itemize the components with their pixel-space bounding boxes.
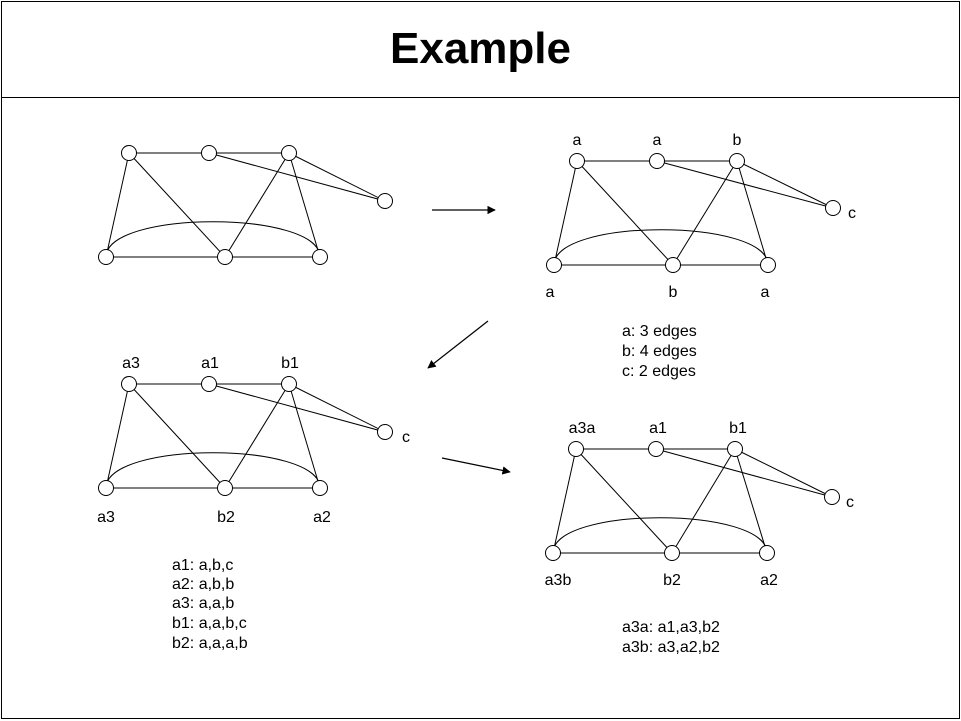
graph-2-label: a xyxy=(653,132,662,149)
title-box xyxy=(1,1,960,98)
graph-2-label: b xyxy=(669,284,678,301)
graph-3-node xyxy=(377,424,393,440)
note-line: a3a: a1,a3,b2 xyxy=(622,619,720,636)
neighbor-notes: a1: a,b,c a2: a,b,b a3: a,a,b b1: a,a,b,… xyxy=(172,557,248,652)
graph-4-label: a2 xyxy=(760,572,778,589)
graph-3-node xyxy=(121,376,137,392)
graph-4-label: a1 xyxy=(649,420,667,437)
graph-4: a3a a1 b1 c a3b b2 a2 xyxy=(545,420,854,589)
graph-4-node xyxy=(664,545,680,561)
graph-4-node xyxy=(545,545,561,561)
note-line: b2: a,a,a,b xyxy=(172,635,248,652)
arrow-down-left xyxy=(427,320,489,369)
graph-4-node xyxy=(648,441,664,457)
note-line: a3b: a3,a2,b2 xyxy=(622,639,720,656)
graph-3-label: a1 xyxy=(201,355,219,372)
graph-3: a3 a1 b1 c a3 b2 a2 xyxy=(97,355,410,526)
graph-2: a a b c a b a xyxy=(546,132,856,301)
graph-3-label: b1 xyxy=(281,355,299,372)
content-box xyxy=(1,97,960,719)
graph-2-label: a xyxy=(573,132,582,149)
graph-4-node xyxy=(759,545,775,561)
graph-2-node xyxy=(825,200,841,216)
graph-3-label: a3 xyxy=(97,509,115,526)
graph-1-node xyxy=(98,249,114,265)
graph-4-node xyxy=(824,489,840,505)
note-line: a2: a,b,b xyxy=(172,576,234,593)
note-line: a: 3 edges xyxy=(622,323,697,340)
graph-4-node xyxy=(727,441,743,457)
graph-3-label: a2 xyxy=(313,509,331,526)
graph-1-node xyxy=(121,145,137,161)
graph-4-label: c xyxy=(846,494,854,511)
graph-2-node xyxy=(546,257,562,273)
graph-2-label: c xyxy=(848,205,856,222)
graph-3-label: b2 xyxy=(217,509,235,526)
graph-3-node xyxy=(312,480,328,496)
graph-3-node xyxy=(201,376,217,392)
page-title: Example xyxy=(390,23,571,73)
arrow-down-right xyxy=(441,457,511,475)
split-notes: a3a: a1,a3,b2 a3b: a3,a2,b2 xyxy=(622,619,720,656)
graph-3-node xyxy=(281,376,297,392)
graph-4-label: a3b xyxy=(545,572,572,589)
graph-3-node xyxy=(217,480,233,496)
note-line: b: 4 edges xyxy=(622,343,697,360)
graph-4-label: b2 xyxy=(663,572,681,589)
graph-1-node xyxy=(281,145,297,161)
graph-1 xyxy=(98,145,393,265)
graph-2-node xyxy=(729,153,745,169)
note-line: c: 2 edges xyxy=(622,363,696,380)
note-line: a1: a,b,c xyxy=(172,557,233,574)
graph-1-node xyxy=(312,249,328,265)
graph-3-label: c xyxy=(402,429,410,446)
graph-1-node xyxy=(201,145,217,161)
note-line: b1: a,a,b,c xyxy=(172,615,247,632)
graph-2-node xyxy=(569,153,585,169)
graph-4-node xyxy=(568,441,584,457)
graph-2-label: b xyxy=(733,132,742,149)
graph-3-label: a3 xyxy=(122,355,140,372)
graph-2-node xyxy=(649,153,665,169)
graph-1-node xyxy=(217,249,233,265)
graph-4-label: b1 xyxy=(729,420,747,437)
graph-2-label: a xyxy=(546,284,555,301)
graph-1-node xyxy=(377,193,393,209)
graph-2-label: a xyxy=(761,284,770,301)
note-line: a3: a,a,b xyxy=(172,595,234,612)
edge-count-notes: a: 3 edges b: 4 edges c: 2 edges xyxy=(622,323,697,380)
graph-2-node xyxy=(665,257,681,273)
graph-3-node xyxy=(98,480,114,496)
graph-2-node xyxy=(760,257,776,273)
graph-4-label: a3a xyxy=(569,420,596,437)
